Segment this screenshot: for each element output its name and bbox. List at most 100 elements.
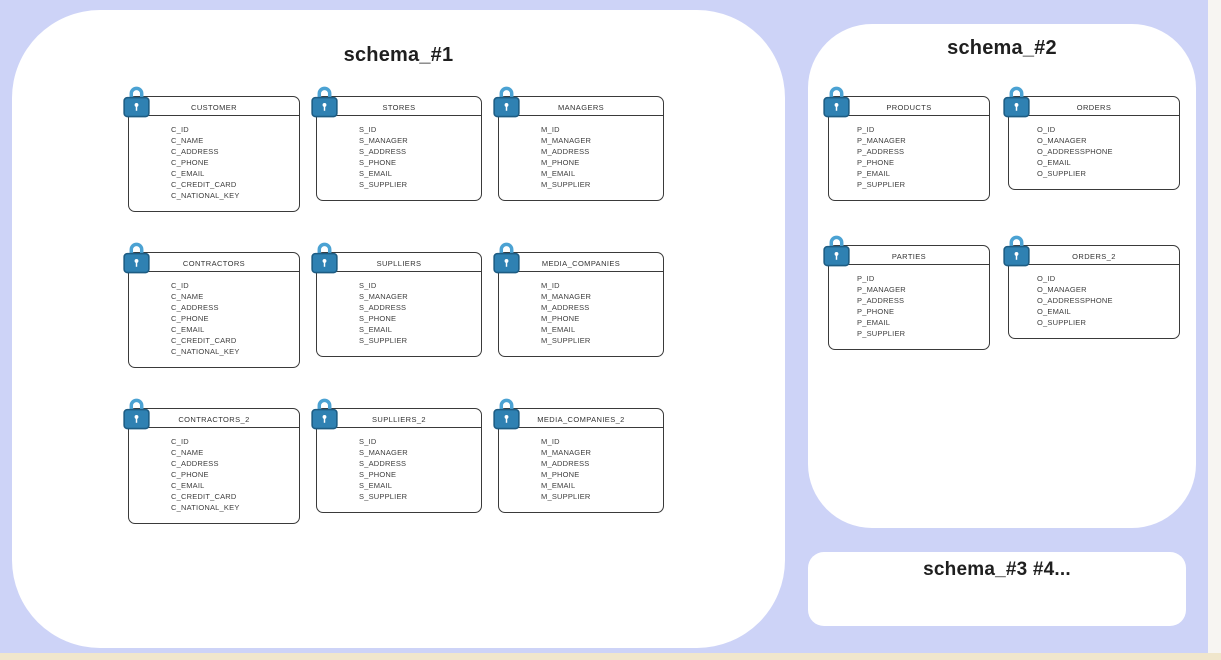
field-item: P_ADDRESS [857,296,905,305]
field-item: C_ID [171,437,189,446]
field-item: C_ID [171,125,189,134]
right-edge-strip [1208,0,1221,660]
lock-icon[interactable] [492,395,521,432]
table-title: MEDIA_COMPANIES [541,259,621,268]
field-item: C_NATIONAL_KEY [171,347,240,356]
lock-icon[interactable] [1002,83,1031,120]
field-item: S_EMAIL [359,325,393,334]
field-item: C_ID [171,281,189,290]
field-item: P_ID [857,125,875,134]
lock-icon[interactable] [122,239,151,276]
field-item: C_PHONE [171,158,209,167]
field-item: M_MANAGER [541,136,592,145]
field-item: C_CREDIT_CARD [171,336,237,345]
field-item: M_EMAIL [541,169,576,178]
field-item: O_MANAGER [1037,285,1087,294]
lock-icon[interactable] [822,232,851,269]
field-item: O_EMAIL [1037,158,1071,167]
schema-placeholder-panel: schema_#3 #4... [808,552,1186,626]
table-title: PARTIES [891,252,927,261]
field-item: M_MANAGER [541,292,592,301]
table-header: CUSTOMER [129,97,299,116]
table-header: PARTIES [829,246,989,265]
table-title: MANAGERS [557,103,605,112]
field-item: O_ID [1037,125,1056,134]
field-item: C_EMAIL [171,169,205,178]
field-item: P_MANAGER [857,285,906,294]
lock-icon[interactable] [310,239,339,276]
table-title: MEDIA_COMPANIES_2 [537,415,625,424]
field-item: O_ADDRESSPHONE [1037,296,1113,305]
lock-icon[interactable] [122,395,151,432]
table-title: PRODUCTS [886,103,932,112]
field-item: M_EMAIL [541,481,576,490]
schema1-title: schema_#1 [343,44,454,66]
field-item: M_ID [541,281,560,290]
field-item: O_MANAGER [1037,136,1087,145]
field-item: M_SUPPLIER [541,180,591,189]
field-item: S_ADDRESS [359,303,407,312]
lock-icon[interactable] [1002,232,1031,269]
field-item: M_ID [541,125,560,134]
field-item: C_NATIONAL_KEY [171,503,240,512]
lock-icon[interactable] [492,239,521,276]
field-item: M_ID [541,437,560,446]
field-item: P_SUPPLIER [857,329,906,338]
field-item: S_EMAIL [359,481,393,490]
field-item: S_MANAGER [359,448,408,457]
field-item: M_SUPPLIER [541,492,591,501]
field-item: M_ADDRESS [541,147,590,156]
field-item: C_CREDIT_CARD [171,492,237,501]
field-item: S_PHONE [359,314,397,323]
field-item: C_CREDIT_CARD [171,180,237,189]
field-item: S_ID [359,437,377,446]
lock-icon[interactable] [122,83,151,120]
field-item: S_PHONE [359,470,397,479]
table-header: CONTRACTORS [129,253,299,272]
table-title: CONTRACTORS_2 [178,415,250,424]
field-item: O_SUPPLIER [1037,318,1087,327]
field-item: C_EMAIL [171,325,205,334]
field-item: M_ADDRESS [541,459,590,468]
field-item: P_PHONE [857,307,895,316]
field-item: P_MANAGER [857,136,906,145]
field-item: C_EMAIL [171,481,205,490]
table-media_companies[interactable]: MEDIA_COMPANIES M_ID M_MANAGER M_ADDRESS M_… [493,242,664,357]
lock-icon[interactable] [310,83,339,120]
field-item: O_EMAIL [1037,307,1071,316]
field-item: C_NAME [171,448,204,457]
field-item: P_SUPPLIER [857,180,906,189]
field-item: C_NAME [171,136,204,145]
field-item: S_MANAGER [359,136,408,145]
field-item: S_ID [359,281,377,290]
field-item: C_PHONE [171,470,209,479]
table-header: SUPLLIERS [317,253,481,272]
field-item: C_NATIONAL_KEY [171,191,240,200]
lock-icon[interactable] [492,83,521,120]
field-item: S_ID [359,125,377,134]
field-item: M_ADDRESS [541,303,590,312]
field-item: O_SUPPLIER [1037,169,1087,178]
lock-icon[interactable] [310,395,339,432]
field-item: M_PHONE [541,314,580,323]
table-header: PRODUCTS [829,97,989,116]
lock-icon[interactable] [822,83,851,120]
